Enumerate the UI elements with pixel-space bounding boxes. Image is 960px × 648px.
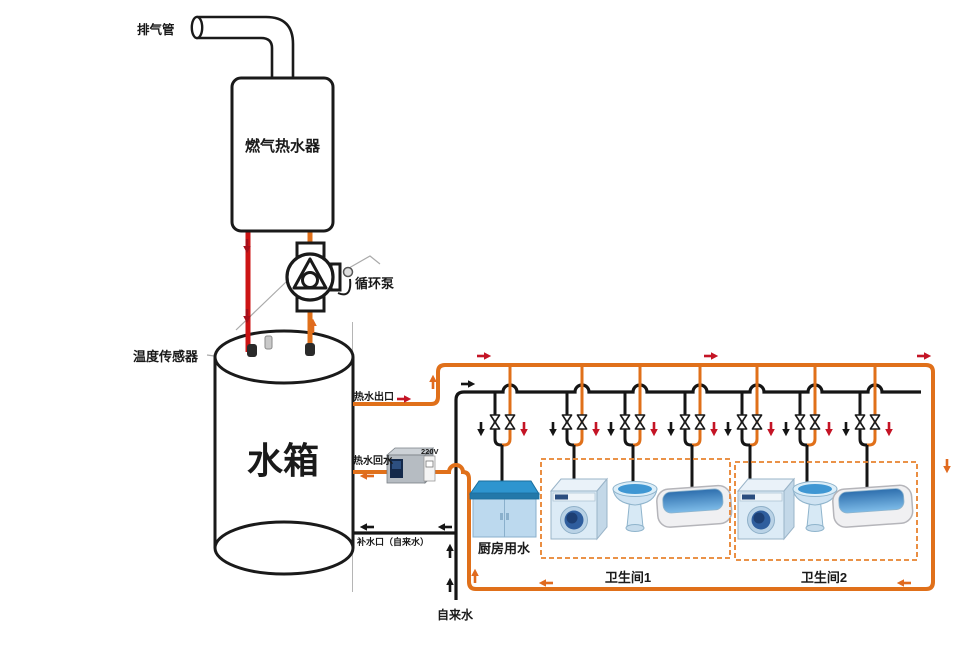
flow-arrow-left	[358, 521, 376, 533]
valve-icon	[561, 414, 573, 430]
temperature-sensor-probe	[264, 335, 273, 350]
pump-leader-line	[235, 281, 287, 331]
valve-icon	[854, 414, 866, 430]
valve-icon	[736, 414, 748, 430]
tank-outlet-fitting	[305, 343, 315, 356]
flow-arrow-right	[702, 350, 720, 362]
washing-machine-2	[736, 477, 796, 541]
valve-icon	[619, 414, 631, 430]
valve-icon	[794, 414, 806, 430]
valve-icon	[809, 414, 821, 430]
pedestal-sink-1	[612, 481, 658, 532]
hot-drop	[692, 365, 702, 447]
exhaust-pipe-label: 排气管	[137, 22, 175, 37]
flow-arrow-down	[823, 420, 835, 438]
bathtub-2	[832, 484, 914, 528]
gas-water-heater-label: 燃气热水器	[245, 137, 321, 155]
pedestal-sink-2	[792, 481, 838, 532]
kitchen-water-label: 厨房用水	[478, 541, 531, 556]
bathroom-2-zone	[734, 461, 918, 561]
flow-arrow-down	[941, 457, 953, 475]
hot-water-circulation-loop	[353, 363, 935, 591]
flow-arrow-left	[537, 577, 555, 589]
hot-drop	[633, 365, 642, 447]
kitchen-sink-cabinet	[469, 480, 540, 538]
flow-arrow-left	[895, 577, 913, 589]
circulation-pump	[285, 241, 354, 313]
gas-water-heater: 燃气热水器	[230, 76, 335, 233]
water-tank-label: 水箱	[247, 440, 319, 481]
temperature-sensor-label: 温度传感器	[133, 349, 199, 364]
pump-power-cord	[337, 278, 352, 296]
flow-arrow-up	[444, 576, 456, 594]
makeup-water-port-label: 补水口（自来水）	[356, 536, 429, 547]
valve-icon	[751, 414, 763, 430]
power-socket-icon	[425, 460, 434, 468]
valve-icon	[679, 414, 691, 430]
hot-drop	[807, 365, 817, 447]
hot-drop	[502, 365, 512, 447]
valve-icon	[869, 414, 881, 430]
flow-arrow-down	[708, 420, 720, 438]
flow-arrow-down	[648, 420, 660, 438]
flow-arrow-up	[444, 542, 456, 560]
hot-drop	[750, 365, 759, 447]
flow-arrow-right	[395, 393, 413, 405]
cold-drop	[623, 392, 633, 447]
exhaust-pipe	[190, 15, 295, 81]
flow-arrow-down	[722, 420, 734, 438]
flow-arrow-up	[469, 567, 481, 585]
valve-icon	[489, 414, 501, 430]
valve-icon	[694, 414, 706, 430]
valve-icon	[576, 414, 588, 430]
flow-arrow-right	[915, 350, 933, 362]
cold-water-pipes	[354, 383, 921, 600]
hot-water-return-label: 热水回水	[353, 454, 394, 467]
flow-arrow-down	[590, 420, 602, 438]
diagram-labels: 排气管 循环泵 温度传感器 热水出口 热水回水 补水口（自来水） 厨房用水 卫生…	[133, 22, 847, 622]
power-label: 220V	[421, 447, 439, 456]
flow-arrow-down	[780, 420, 792, 438]
bathroom-1-label: 卫生间1	[605, 570, 651, 585]
flow-arrow-down	[547, 420, 559, 438]
valve-icon	[504, 414, 516, 430]
flow-arrow-right	[475, 350, 493, 362]
flow-arrow-down	[840, 420, 852, 438]
flow-arrow-down	[765, 420, 777, 438]
fixture-supply-drops	[493, 365, 877, 505]
tap-water-label: 自来水	[437, 607, 474, 622]
flow-arrow-right	[459, 378, 477, 390]
flow-arrow-up	[427, 373, 439, 391]
valve-icon	[634, 414, 646, 430]
pump-power-connector	[342, 266, 354, 278]
flow-arrow-down	[475, 420, 487, 438]
flow-arrow-down	[665, 420, 677, 438]
washing-machine-1	[549, 477, 609, 541]
flow-arrow-down	[518, 420, 530, 438]
flow-arrow-down	[883, 420, 895, 438]
flow-arrow-left	[436, 521, 454, 533]
hot-water-outlet-label: 热水出口	[354, 390, 394, 403]
washer-display	[742, 494, 755, 500]
hot-drop	[867, 365, 877, 447]
cold-water-main	[454, 383, 921, 600]
bathtub-1	[656, 484, 733, 528]
circulation-pump-label: 循环泵	[355, 276, 394, 291]
hot-drop	[574, 365, 584, 447]
washer-display	[555, 494, 568, 500]
pump-controller: 220V	[385, 447, 439, 484]
flow-arrow-down	[605, 420, 617, 438]
cold-drop	[740, 392, 750, 447]
shutoff-valves	[489, 414, 881, 430]
tank-inlet-fitting	[247, 344, 257, 357]
bathroom-2-label: 卫生间2	[801, 570, 847, 585]
circulation-pump-leader-line	[348, 255, 381, 269]
water-tank: 水箱	[213, 329, 355, 576]
